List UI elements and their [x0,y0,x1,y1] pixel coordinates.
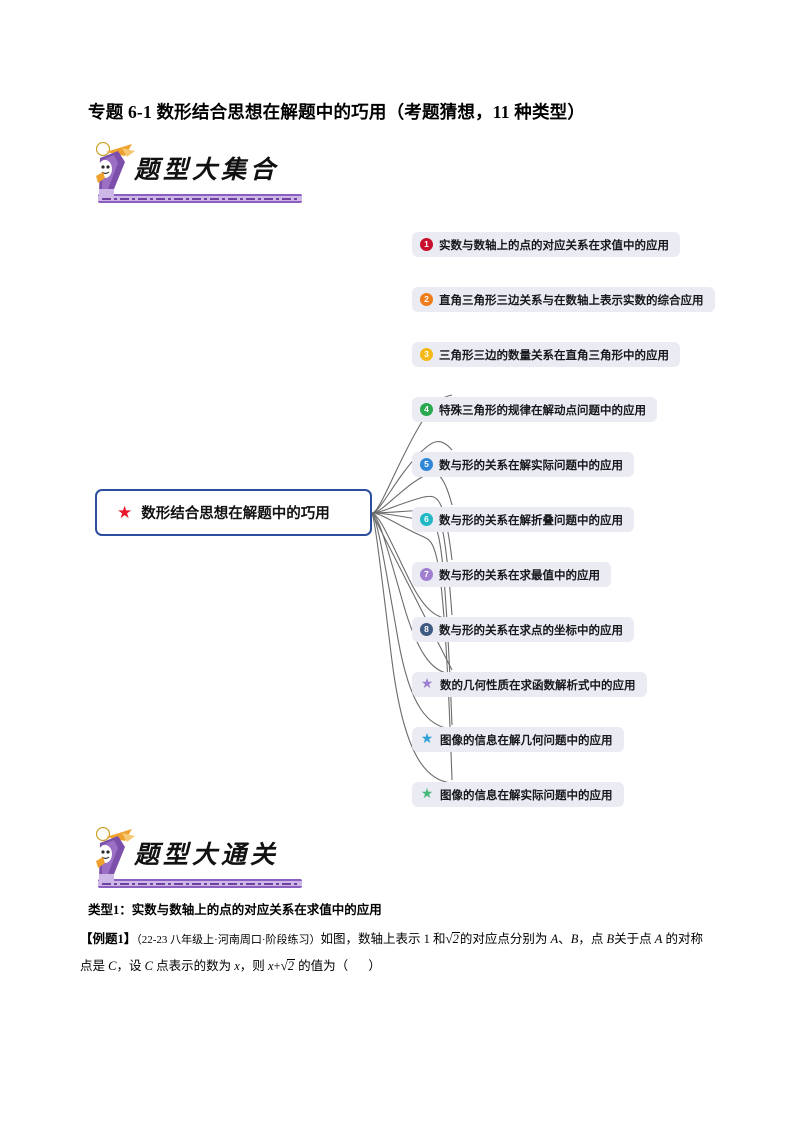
node-label-1: 实数与数轴上的点的对应关系在求值中的应用 [439,239,669,252]
point-c-2: C [144,959,153,973]
star-icon: ★ [117,503,133,522]
node-star-icon-10: ★ [420,731,434,747]
mindmap-node-10[interactable]: ★ 图像的信息在解几何问题中的应用 [412,727,624,752]
example-line2-part6: 的值为（ [294,959,349,973]
example-line2-part1: 关于点 [614,932,655,946]
mindmap: ★ 数形结合思想在解题中的巧用 1 实数与数轴上的点的对应关系在求值中的应用 2… [80,215,780,825]
node-badge-7: 7 [420,568,433,581]
example-line2-part2: 的对称点是 [80,932,704,973]
mindmap-center-label: 数形结合思想在解题中的巧用 [141,506,330,522]
node-badge-5: 5 [420,458,433,471]
node-label-7: 数与形的关系在求最值中的应用 [439,569,600,582]
banner-challenge-rule [98,879,302,888]
banner-challenge-label: 题型大通关 [134,842,280,869]
node-label-3: 三角形三边的数量关系在直角三角形中的应用 [439,349,669,362]
banner-challenge: 题型大通关 [92,827,304,899]
expr-plus: + [273,959,281,973]
point-c: C [108,959,117,973]
mindmap-node-5[interactable]: 5 数与形的关系在解实际问题中的应用 [412,452,634,477]
node-label-5: 数与形的关系在解实际问题中的应用 [439,459,623,472]
example-radicand-1: 2 [451,932,460,946]
example-block: 【例题1】（22-23 八年级上·河南周口·阶段练习）如图，数轴上表示 1 和√… [80,926,714,979]
banner-collection-label: 题型大集合 [134,157,280,184]
node-label-9: 数的几何性质在求函数解析式中的应用 [440,679,636,692]
node-badge-3: 3 [420,348,433,361]
radical-icon-2: √ [280,958,288,973]
mindmap-node-8[interactable]: 8 数与形的关系在求点的坐标中的应用 [412,617,634,642]
mindmap-node-11[interactable]: ★ 图像的信息在解实际问题中的应用 [412,782,624,807]
point-b: B [570,932,579,946]
node-label-8: 数与形的关系在求点的坐标中的应用 [439,624,623,637]
node-badge-1: 1 [420,238,433,251]
example-line1-part1: 如图，数轴上表示 1 和 [320,932,446,946]
point-b-2: B [606,932,615,946]
mindmap-connectors [371,394,453,784]
radical-icon: √ [445,931,453,946]
node-star-icon-11: ★ [420,786,434,802]
node-label-10: 图像的信息在解几何问题中的应用 [440,734,613,747]
banner-collection: 题型大集合 [92,142,304,214]
node-label-4: 特殊三角形的规律在解动点问题中的应用 [439,404,646,417]
node-badge-8: 8 [420,623,433,636]
expr-x: x [267,959,274,973]
mindmap-node-4[interactable]: 4 特殊三角形的规律在解动点问题中的应用 [412,397,657,422]
answer-blank [348,959,368,973]
example-sep2: ，点 [578,932,607,946]
example-line1-part2: 的对应点分别为 [459,932,551,946]
node-star-icon-9: ★ [420,676,434,692]
node-badge-4: 4 [420,403,433,416]
mindmap-center-node[interactable]: ★ 数形结合思想在解题中的巧用 [95,489,372,536]
mindmap-node-7[interactable]: 7 数与形的关系在求最值中的应用 [412,562,611,587]
mindmap-node-3[interactable]: 3 三角形三边的数量关系在直角三角形中的应用 [412,342,680,367]
node-label-2: 直角三角形三边关系与在数轴上表示实数的综合应用 [439,294,704,307]
node-badge-2: 2 [420,293,433,306]
example-radicand-2: 2 [286,959,295,973]
example-line2-part5: ，则 [239,959,268,973]
mindmap-node-6[interactable]: 6 数与形的关系在解折叠问题中的应用 [412,507,634,532]
example-line2-part4: 点表示的数为 [152,959,235,973]
mindmap-node-2[interactable]: 2 直角三角形三边关系与在数轴上表示实数的综合应用 [412,287,715,312]
mindmap-node-9[interactable]: ★ 数的几何性质在求函数解析式中的应用 [412,672,647,697]
banner-collection-rule [98,194,302,203]
node-label-11: 图像的信息在解实际问题中的应用 [440,789,613,802]
example-line2-part7: ） [368,959,381,973]
mindmap-node-1[interactable]: 1 实数与数轴上的点的对应关系在求值中的应用 [412,232,680,257]
node-badge-6: 6 [420,513,433,526]
example-sep1: 、 [558,932,571,946]
page-title: 专题 6-1 数形结合思想在解题中的巧用（考题猜想，11 种类型） [88,102,586,122]
example-lead: 【例题1】 [80,932,137,946]
point-a: A [550,932,559,946]
example-line2-part3: ，设 [116,959,145,973]
example-source: （22-23 八年级上·河南周口·阶段练习） [136,934,321,946]
node-label-6: 数与形的关系在解折叠问题中的应用 [439,514,623,527]
mascot-icon [95,827,135,881]
variable-x: x [234,959,240,973]
type-heading: 类型1：实数与数轴上的点的对应关系在求值中的应用 [88,903,382,917]
point-a-2: A [654,932,663,946]
mascot-icon [95,142,135,196]
